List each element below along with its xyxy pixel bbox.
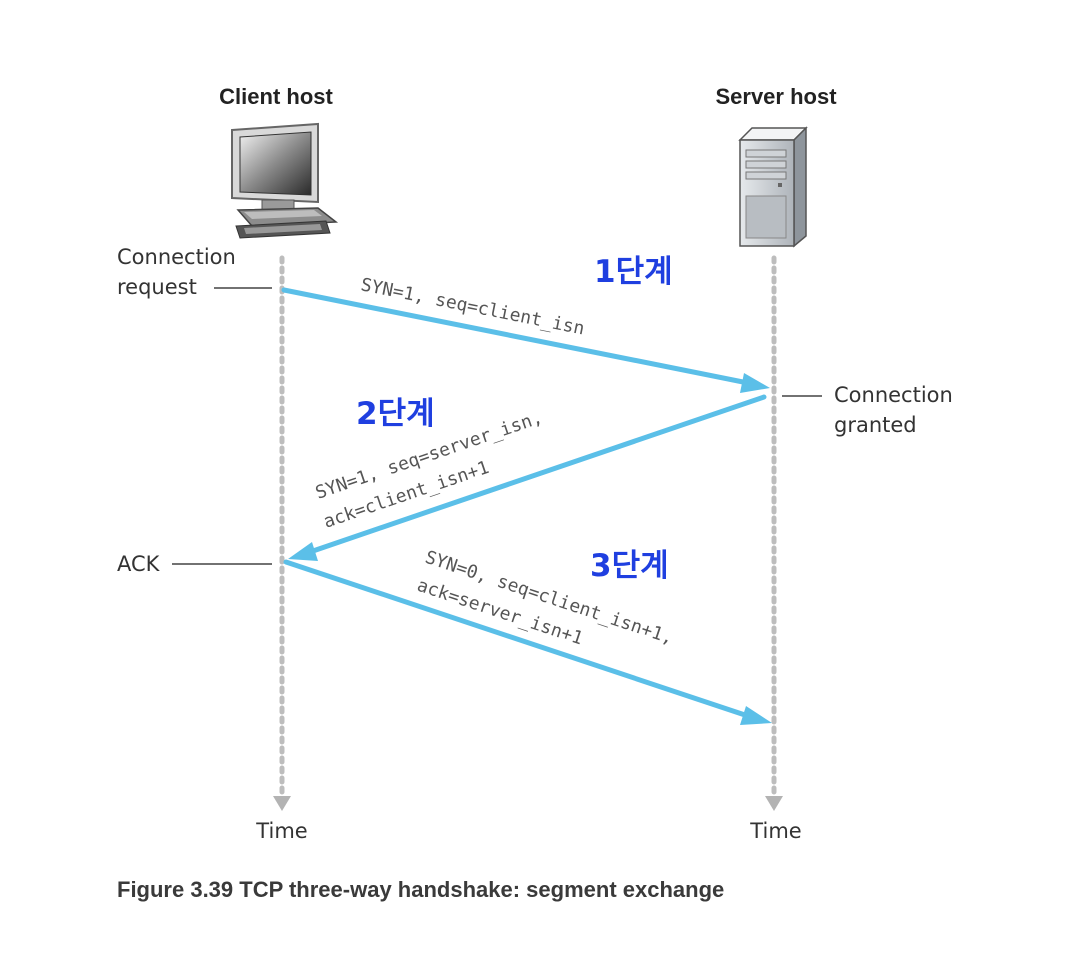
client-time-label: Time	[255, 819, 307, 843]
ack-label: ACK	[117, 552, 161, 576]
step-3-label: 3단계	[590, 548, 669, 584]
connection-granted-label-line2: granted	[834, 413, 917, 437]
step-1-label: 1단계	[594, 254, 673, 290]
server-time-arrowhead	[765, 796, 783, 811]
server-host-title: Server host	[715, 84, 837, 109]
step-2-label: 2단계	[356, 396, 435, 432]
server-tower-icon	[738, 126, 808, 248]
connection-request-label-line2: request	[117, 275, 197, 299]
client-time-arrowhead	[273, 796, 291, 811]
connection-request-label-line1: Connection	[117, 245, 236, 269]
segment-arrow-1	[281, 287, 770, 393]
client-host-title: Client host	[219, 84, 333, 109]
segment-arrow-3	[283, 559, 772, 725]
figure-caption: Figure 3.39 TCP three-way handshake: seg…	[117, 877, 724, 902]
connection-granted-label-line1: Connection	[834, 383, 953, 407]
server-time-label: Time	[749, 819, 801, 843]
segment-arrow-2	[288, 394, 767, 561]
client-computer-icon	[231, 122, 339, 239]
